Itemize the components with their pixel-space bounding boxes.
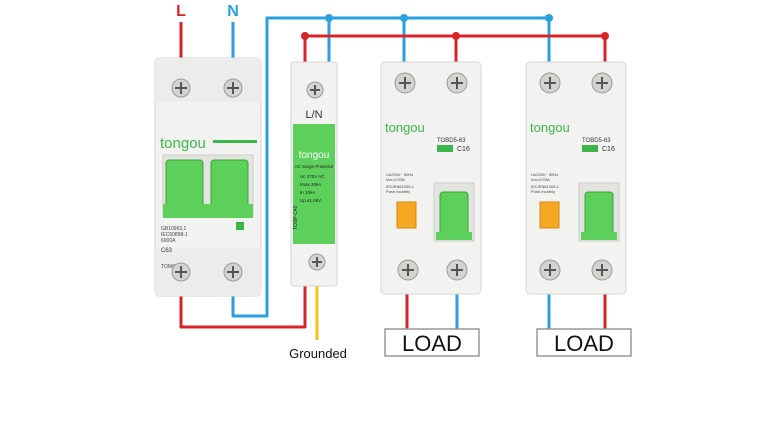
load-box-right: LOAD: [536, 328, 632, 357]
junction-dot: [545, 14, 553, 22]
neutral-bus-to-spd: [267, 16, 331, 68]
load-label-left: LOAD: [402, 331, 462, 356]
screw-terminal-icon: [591, 259, 613, 281]
screw-terminal-icon: [223, 262, 243, 282]
test-button: [396, 201, 417, 229]
rcbo-spec-line: IEC/EN61009-1: [531, 184, 560, 189]
rcbo-left: tongou TOBD5-63 C16 Un230V~ 50Hz IΔn=0.0…: [380, 61, 482, 295]
load-box-left: LOAD: [384, 328, 480, 357]
screw-terminal-icon: [591, 72, 613, 94]
spd-model: TOSP-C40: [293, 205, 299, 230]
rcbo-spec-line: Push monthly: [531, 189, 555, 194]
screw-terminal-icon: [171, 262, 191, 282]
screw-terminal-icon: [171, 78, 191, 98]
load-label-right: LOAD: [554, 331, 614, 356]
rcbo-spec-line: IEC/EN61009-1: [386, 184, 415, 189]
screw-terminal-icon: [446, 259, 468, 281]
spd-brand: tongou: [299, 150, 330, 161]
mcb-spec-line: 6000A: [161, 238, 176, 244]
spd-spec: In 10kA: [300, 190, 315, 195]
surge-protector: L/N tongou AC Surge Protector Uc 275V AC…: [290, 61, 338, 287]
rcbo-spec-line: IΔn=0.03A: [386, 177, 405, 182]
junction-dot: [301, 32, 309, 40]
spd-module: [293, 124, 335, 244]
mcb-spec-line: IEC60898-1: [161, 232, 188, 238]
rcbo-spec-line: Un230V~ 50Hz: [386, 172, 413, 177]
screw-terminal-icon: [446, 72, 468, 94]
screw-terminal-icon: [397, 259, 419, 281]
rcbo-spec-line: IΔn=0.03A: [531, 177, 550, 182]
spd-spec: Imax 20kA: [300, 182, 321, 187]
screw-terminal-icon: [308, 253, 326, 271]
rcbo-model: TOBD5-63: [437, 138, 466, 144]
mcb-breaker: tongou GB10963.1 IEC60898-1 6000A C63 TO…: [154, 57, 262, 297]
rcbo-brand: tongou: [385, 120, 425, 135]
spd-terminal-label: L/N: [305, 109, 322, 121]
spd-title: AC Surge Protector: [294, 164, 334, 169]
grounded-label: Grounded: [289, 346, 347, 361]
screw-terminal-icon: [306, 81, 324, 99]
mcb-spec-line: GB10963.1: [161, 226, 187, 232]
rcbo-right: tongou TOBD5-63 C16 Un230V~ 50Hz IΔn=0.0…: [525, 61, 627, 295]
rcbo-spec-line: Un230V~ 50Hz: [531, 172, 558, 177]
junction-dot: [400, 14, 408, 22]
toggle-lever: [584, 191, 614, 239]
wires: [179, 16, 607, 340]
line-label: L: [176, 3, 186, 20]
mcb-neutral-output-wire: [231, 16, 549, 318]
spd-spec: Uc 275V AC: [300, 174, 325, 179]
screw-terminal-icon: [539, 259, 561, 281]
junction-dot: [325, 14, 333, 22]
junction-dots: [301, 14, 609, 40]
rcbo-spec-line: Push monthly: [386, 189, 410, 194]
rcbo-model: TOBD5-63: [582, 138, 611, 144]
junction-dot: [452, 32, 460, 40]
rcbo-rating: C16: [602, 146, 615, 153]
screw-terminal-icon: [223, 78, 243, 98]
test-button: [539, 201, 560, 229]
screw-terminal-icon: [539, 72, 561, 94]
rcbo-rating: C16: [457, 146, 470, 153]
screw-terminal-icon: [394, 72, 416, 94]
mcb-brand: tongou: [160, 135, 206, 152]
toggle-lever: [439, 191, 469, 239]
mcb-rating: C63: [161, 248, 173, 254]
rcbo-brand: tongou: [530, 120, 570, 135]
neutral-label: N: [227, 3, 239, 20]
spd-spec: Up ≤1.0kV: [300, 198, 321, 203]
junction-dot: [601, 32, 609, 40]
